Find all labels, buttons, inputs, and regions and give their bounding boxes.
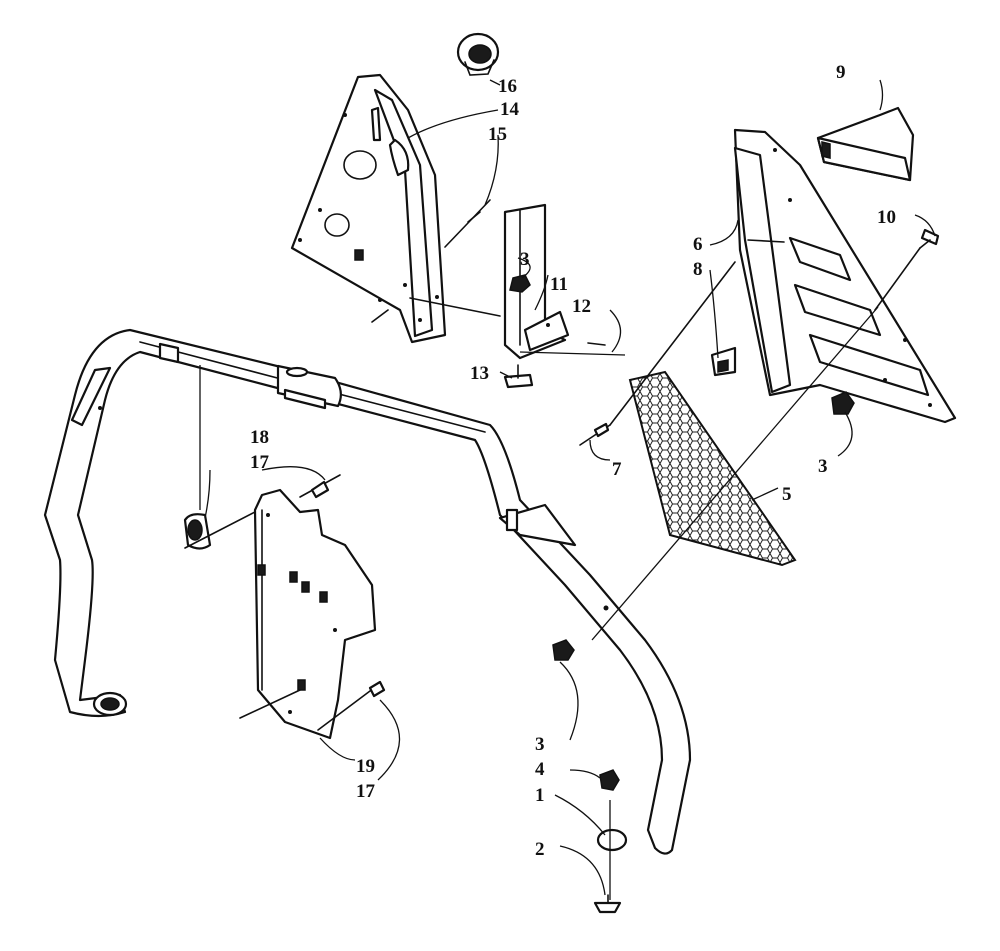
callout-15: 15 [488, 124, 507, 145]
callout-4: 4 [535, 759, 545, 780]
callout-10: 10 [877, 207, 896, 228]
callout-11: 11 [550, 274, 568, 295]
lower-plate [183, 474, 386, 740]
nut-4 [599, 769, 620, 791]
callout-19: 19 [356, 756, 375, 777]
callout-3-right: 3 [818, 456, 828, 477]
callout-labels: 16 14 15 9 10 6 8 3 11 12 13 7 3 5 18 17… [250, 62, 896, 860]
leader-lines [204, 79, 936, 896]
rivet-7 [579, 261, 736, 446]
callout-1: 1 [535, 785, 545, 806]
bumper-tube [43, 328, 692, 855]
callout-17-upper: 17 [250, 452, 270, 473]
callout-3-upper: 3 [520, 249, 530, 270]
screw-10 [874, 228, 940, 311]
left-upper-bracket [290, 32, 501, 344]
callout-8: 8 [693, 259, 703, 280]
callout-3-lower: 3 [535, 734, 545, 755]
callout-7: 7 [612, 459, 622, 480]
callout-16: 16 [498, 76, 517, 97]
callout-17-lower: 17 [356, 781, 376, 802]
callout-9: 9 [836, 62, 846, 83]
callout-18: 18 [250, 427, 269, 448]
callout-14: 14 [500, 99, 520, 120]
bolt-2 [593, 894, 622, 914]
mesh-screen [628, 370, 797, 567]
callout-12: 12 [572, 296, 591, 317]
callout-6: 6 [693, 234, 703, 255]
callout-13: 13 [470, 363, 489, 384]
right-side-panel [710, 128, 957, 424]
nut-3-lower [552, 639, 575, 661]
callout-5: 5 [782, 484, 792, 505]
callout-2: 2 [535, 839, 545, 860]
cover-box [816, 106, 915, 182]
center-brace [444, 199, 606, 389]
